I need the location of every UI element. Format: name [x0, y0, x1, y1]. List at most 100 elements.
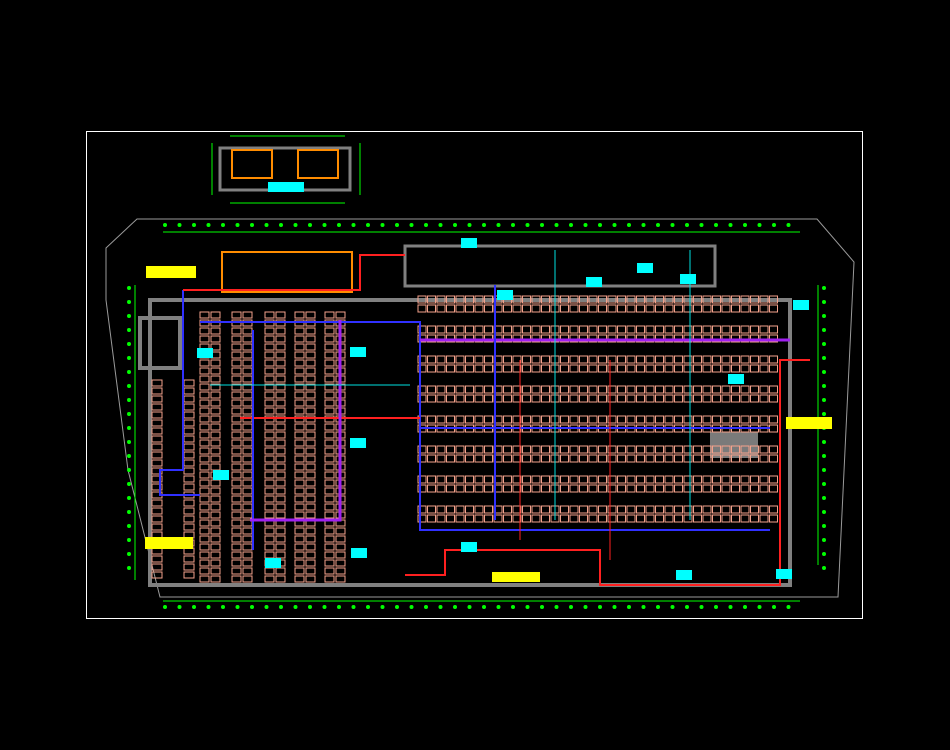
parking-stall: [702, 295, 712, 304]
grid-bubble: [127, 510, 131, 514]
parking-stall: [750, 325, 759, 334]
parking-stall: [199, 559, 210, 567]
grid-bubble: [822, 510, 826, 514]
parking-stall: [769, 325, 778, 334]
grid-bubble: [482, 605, 486, 609]
grid-bubble: [453, 223, 457, 227]
parking-stall: [683, 325, 693, 334]
parking-stall: [294, 575, 305, 583]
grid-bubble: [366, 223, 370, 227]
parking-stall: [740, 325, 750, 334]
parking-stall: [242, 335, 253, 343]
parking-stall: [683, 475, 693, 484]
parking-stall: [324, 407, 335, 415]
parking-stall: [712, 445, 721, 454]
parking-stall: [531, 325, 541, 334]
parking-stall: [305, 399, 316, 407]
parking-stall: [693, 394, 702, 403]
parking-stall: [512, 505, 522, 514]
parking-stall: [750, 475, 759, 484]
parking-stall: [275, 551, 286, 559]
parking-stall: [264, 471, 275, 479]
parking-stall: [210, 343, 221, 351]
parking-stall: [242, 559, 253, 567]
parking-stall: [294, 527, 305, 535]
parking-stall: [721, 445, 731, 454]
parking-stalls: [151, 295, 778, 583]
grid-bubble: [822, 286, 826, 290]
parking-stall: [199, 511, 210, 519]
parking-stall: [512, 445, 522, 454]
parking-stall: [731, 454, 740, 463]
grid-bubble: [511, 605, 515, 609]
parking-stall: [712, 454, 721, 463]
parking-stall: [183, 387, 195, 395]
parking-stall: [324, 463, 335, 471]
parking-stall: [446, 505, 455, 514]
parking-stall: [275, 327, 286, 335]
parking-stall: [731, 475, 740, 484]
parking-stall: [598, 364, 607, 373]
parking-stall: [305, 359, 316, 367]
parking-stall: [446, 484, 455, 493]
parking-stall: [560, 304, 569, 313]
parking-stall: [522, 304, 531, 313]
grid-bubble: [714, 605, 718, 609]
parking-stall: [740, 445, 750, 454]
parking-stall: [484, 445, 493, 454]
parking-stall: [455, 514, 465, 523]
parking-stall: [731, 364, 740, 373]
parking-stall: [750, 445, 759, 454]
parking-stall: [305, 535, 316, 543]
parking-stall: [569, 385, 579, 394]
parking-stall: [465, 484, 474, 493]
parking-stall: [427, 325, 436, 334]
parking-stall: [294, 559, 305, 567]
grid-bubble: [598, 223, 602, 227]
parking-stall: [664, 415, 674, 424]
parking-stall: [324, 455, 335, 463]
parking-stall: [305, 391, 316, 399]
parking-stall: [436, 355, 446, 364]
parking-stall: [465, 295, 474, 304]
parking-stall: [446, 355, 455, 364]
parking-stall: [759, 325, 769, 334]
grid-bubble: [554, 605, 559, 609]
parking-stall: [702, 325, 712, 334]
parking-stall: [305, 471, 316, 479]
parking-stall: [503, 505, 512, 514]
parking-stall: [636, 394, 645, 403]
parking-stall: [636, 325, 645, 334]
parking-stall: [769, 505, 778, 514]
parking-stall: [210, 423, 221, 431]
parking-stall: [740, 385, 750, 394]
parking-stall: [324, 471, 335, 479]
parking-stall: [731, 385, 740, 394]
parking-stall: [446, 445, 455, 454]
grid-bubble: [822, 496, 826, 500]
parking-stall: [294, 327, 305, 335]
parking-stall: [607, 304, 617, 313]
parking-stall: [210, 567, 221, 575]
parking-stall: [721, 385, 731, 394]
parking-stall: [231, 447, 242, 455]
parking-stall: [275, 463, 286, 471]
parking-stall: [569, 445, 579, 454]
parking-stall: [264, 311, 275, 319]
parking-stall: [151, 563, 163, 571]
parking-stall: [607, 445, 617, 454]
parking-stall: [588, 445, 598, 454]
room-label-box: [461, 238, 477, 248]
grid-bubble: [496, 223, 501, 227]
parking-stall: [446, 454, 455, 463]
parking-stall: [436, 454, 446, 463]
parking-stall: [275, 447, 286, 455]
parking-stall: [740, 364, 750, 373]
parking-stall: [721, 475, 731, 484]
parking-stall: [436, 475, 446, 484]
grid-bubble: [670, 605, 675, 609]
parking-stall: [617, 505, 626, 514]
parking-stall: [522, 514, 531, 523]
parking-stall: [503, 454, 512, 463]
parking-stall: [503, 484, 512, 493]
